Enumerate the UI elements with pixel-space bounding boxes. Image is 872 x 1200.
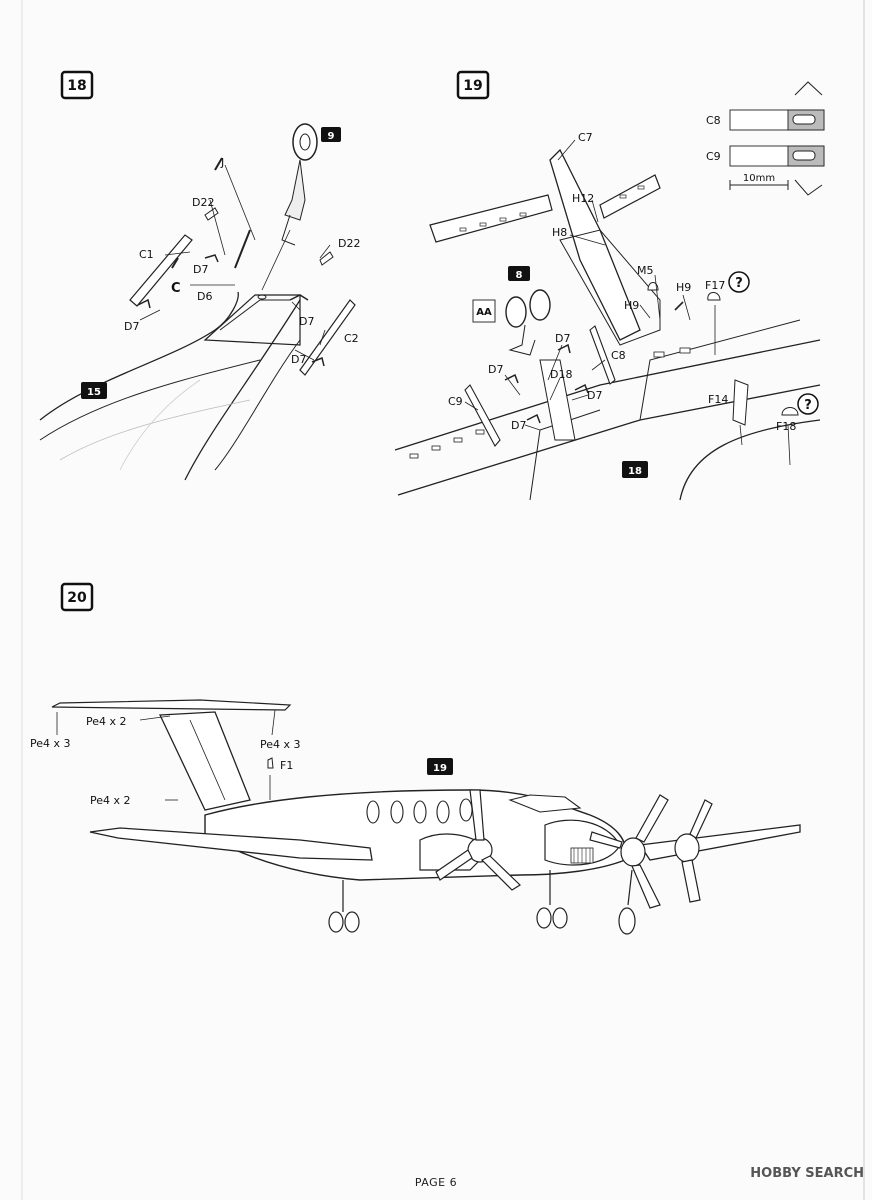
svg-text:19: 19 [433, 763, 447, 774]
svg-text:20: 20 [67, 590, 87, 606]
svg-text:10mm: 10mm [743, 173, 775, 184]
aa-badge: AA [472, 299, 496, 323]
ref-badge-15: 15 [81, 382, 107, 399]
part-label: D22 [338, 237, 360, 250]
part-label: C2 [344, 332, 359, 345]
svg-text:C8: C8 [706, 114, 721, 127]
part-label: H9 [676, 281, 691, 294]
part-label: H12 [572, 192, 594, 205]
step-20: 20 [30, 582, 801, 935]
part-label: J [220, 156, 224, 169]
part-label: F1 [280, 759, 293, 772]
part-label: C1 [139, 248, 154, 261]
ref-badge-19: 19 [427, 758, 453, 775]
part-label: D7 [488, 363, 503, 376]
svg-text:9: 9 [328, 131, 335, 142]
step-18-badge: 18 [60, 70, 94, 100]
part-label: D18 [550, 368, 572, 381]
part-label: D7 [555, 332, 570, 345]
part-label: F14 [708, 393, 728, 406]
step-19: 19 [394, 70, 825, 501]
svg-text:15: 15 [87, 387, 101, 398]
part-label: D7 [511, 419, 526, 432]
part-label: F18 [776, 420, 796, 433]
svg-text:?: ? [804, 398, 812, 413]
part-label: Pe4 x 2 [90, 794, 131, 807]
svg-text:?: ? [735, 276, 743, 291]
part-label: D22 [192, 196, 214, 209]
step-19-badge: 19 [456, 70, 490, 100]
part-label: D6 [197, 290, 212, 303]
step-18: 18 [39, 70, 360, 481]
part-label: M5 [637, 264, 654, 277]
watermark-logo: HOBBY SEARCH [750, 1166, 864, 1181]
part-label: D7 [587, 389, 602, 402]
part-label: C7 [578, 131, 593, 144]
ref-badge-18: 18 [622, 461, 648, 478]
part-label: D7 [291, 353, 306, 366]
part-label: C9 [448, 395, 463, 408]
part-label: H8 [552, 226, 567, 239]
cutting-inset: C8 C9 10mm [706, 81, 825, 196]
ref-badge-9: 9 [321, 127, 341, 142]
part-label: C [171, 281, 181, 296]
part-label: Pe4 x 3 [260, 738, 301, 751]
part-label: D7 [193, 263, 208, 276]
svg-text:18: 18 [628, 466, 642, 477]
svg-text:8: 8 [516, 270, 523, 281]
page-number: PAGE 6 [414, 1176, 458, 1189]
step-20-badge: 20 [60, 582, 94, 612]
svg-text:18: 18 [67, 78, 86, 94]
part-label: D7 [124, 320, 139, 333]
part-label: F17 [705, 279, 725, 292]
question-icon: ? [797, 393, 819, 415]
part-label: Pe4 x 2 [86, 715, 127, 728]
part-label: Pe4 x 3 [30, 737, 71, 750]
svg-text:C9: C9 [706, 150, 721, 163]
svg-text:AA: AA [476, 307, 492, 318]
ref-badge-8: 8 [508, 266, 530, 281]
part-label: D7 [299, 315, 314, 328]
question-icon: ? [728, 271, 750, 293]
svg-text:19: 19 [463, 78, 482, 94]
part-label: C8 [611, 349, 626, 362]
part-label: H9 [624, 299, 639, 312]
